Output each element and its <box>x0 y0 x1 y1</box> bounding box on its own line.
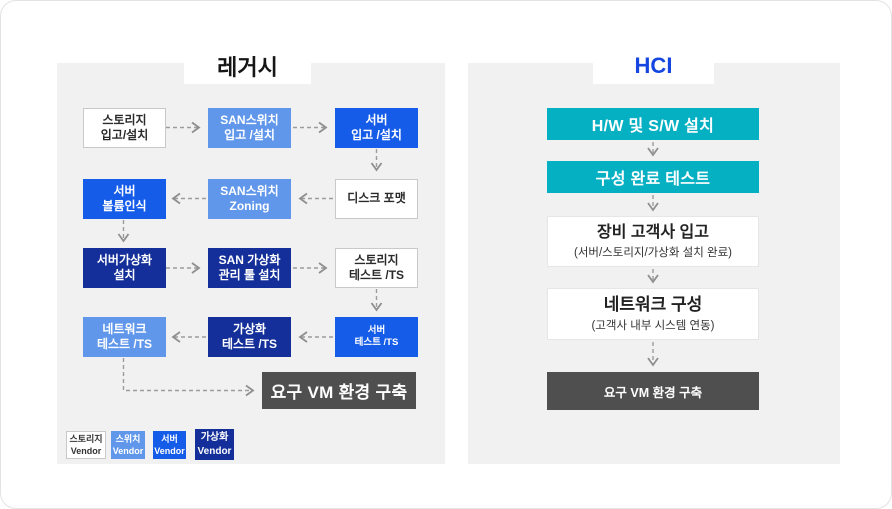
hci-step-hw-sw-install: H/W 및 S/W 설치 <box>547 108 759 140</box>
node-server-receive-install: 서버 입고 /설치 <box>335 108 418 148</box>
node-label-line: 입고 /설치 <box>351 128 402 142</box>
legacy-panel-title: 레거시 <box>184 48 311 84</box>
node-san-virtualization-tool-install: SAN 가상화 관리 툴 설치 <box>208 248 291 288</box>
node-label-line: 입고 /설치 <box>224 128 275 142</box>
hci-final-vm-build: 요구 VM 환경 구축 <box>547 372 759 410</box>
hci-step-sublabel: (서버/스토리지/가상화 설치 완료) <box>574 247 732 260</box>
node-label-line: 네트워크 <box>102 321 147 336</box>
hci-step-label: 구성 완료 테스트 <box>595 171 711 188</box>
node-label-line: 설치 <box>113 268 136 282</box>
node-server-volume-recognition: 서버 볼륨인식 <box>83 179 166 219</box>
hci-step-network-config: 네트워크 구성 (고객사 내부 시스템 연동) <box>547 288 759 340</box>
node-server-test-ts: 서버 테스트 /TS <box>335 317 418 357</box>
hci-step-sublabel: (고객사 내부 시스템 연동) <box>591 320 715 333</box>
legend-label-line: 스토리지 <box>69 433 103 444</box>
legend-storage-vendor: 스토리지 Vendor <box>66 431 106 459</box>
node-label-line: 입고/설치 <box>100 128 149 142</box>
legend-label-line: Vendor <box>112 446 144 456</box>
hci-step-config-complete-test: 구성 완료 테스트 <box>547 161 759 193</box>
legend-label-line: Vendor <box>197 445 232 457</box>
hci-step-label: H/W 및 S/W 설치 <box>591 118 715 135</box>
node-san-switch-receive-install: SAN스위치 입고 /설치 <box>208 108 291 148</box>
node-disk-format: 디스크 포맷 <box>335 179 418 219</box>
hci-step-label: 장비 고객사 입고 <box>597 223 709 241</box>
node-label-line: SAN스위치 <box>220 112 279 127</box>
node-label-line: 볼륨인식 <box>102 199 147 213</box>
node-label-line: 디스크 포맷 <box>347 191 406 206</box>
hci-step-label: 네트워크 구성 <box>603 294 703 314</box>
node-label-line: 서버 <box>113 183 136 198</box>
node-server-virtualization-install: 서버가상화 설치 <box>83 248 166 288</box>
node-label-line: 서버가상화 <box>96 252 153 267</box>
node-label-line: 테스트 /TS <box>354 337 399 348</box>
legend-label-line: 서버 <box>161 433 178 444</box>
hci-panel-title: HCI <box>593 48 714 84</box>
node-virtualization-test-ts: 가상화 테스트 /TS <box>208 317 291 357</box>
legend-label-line: 가상화 <box>200 432 229 443</box>
legend-label-line: Vendor <box>70 446 102 456</box>
node-label-line: 가상화 <box>232 321 267 336</box>
node-label-line: SAN스위치 <box>220 183 279 198</box>
hci-step-equipment-customer-receive: 장비 고객사 입고 (서버/스토리지/가상화 설치 완료) <box>547 216 759 267</box>
legend-server-vendor: 서버 Vendor <box>153 431 186 459</box>
node-label-line: 서버 <box>365 112 388 127</box>
legend-label-line: 스위치 <box>115 433 141 444</box>
node-san-switch-zoning: SAN스위치 Zoning <box>208 179 291 219</box>
node-label-line: 테스트 /TS <box>221 337 278 351</box>
node-label-line: 스토리지 <box>354 252 399 267</box>
node-label-line: 테스트 /TS <box>96 337 153 351</box>
node-label-line: SAN 가상화 <box>218 252 281 267</box>
legend-switch-vendor: 스위치 Vendor <box>111 431 145 459</box>
node-label-line: 스토리지 <box>102 112 147 127</box>
legacy-final-vm-build: 요구 VM 환경 구축 <box>262 372 416 409</box>
hci-step-label: 요구 VM 환경 구축 <box>603 385 703 400</box>
node-label-line: 관리 툴 설치 <box>218 268 281 282</box>
node-label-line: 테스트 /TS <box>348 268 405 282</box>
node-network-test-ts: 네트워크 테스트 /TS <box>83 317 166 357</box>
node-storage-test-ts: 스토리지 테스트 /TS <box>335 248 418 288</box>
node-storage-receive-install: 스토리지 입고/설치 <box>83 108 166 148</box>
legend-virtualization-vendor: 가상화 Vendor <box>195 429 234 460</box>
legend-label-line: Vendor <box>154 446 185 456</box>
node-label-line: 서버 <box>367 324 386 336</box>
node-label-line: Zoning <box>229 199 270 213</box>
